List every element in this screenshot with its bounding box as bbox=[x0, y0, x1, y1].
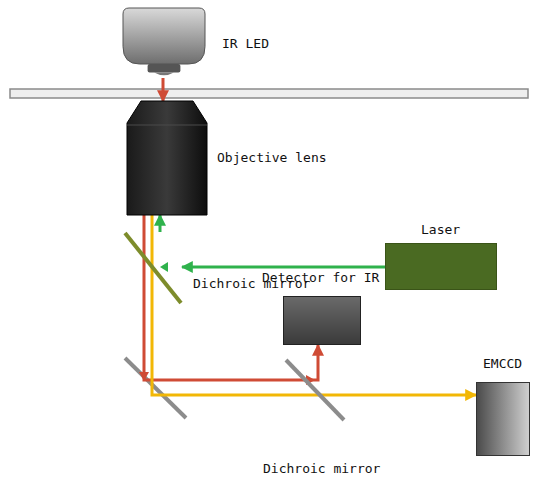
ir-detector-shape bbox=[283, 296, 361, 345]
ir-detector: Detector for IR bbox=[283, 296, 361, 345]
device-label: Detector for IR bbox=[262, 270, 379, 285]
led-source-shape bbox=[123, 8, 205, 78]
dichroic-mirror-shape bbox=[124, 232, 182, 304]
dichroic-mirror: Dichroic mirror bbox=[124, 232, 182, 304]
objective-lens: Objective lens bbox=[127, 101, 207, 215]
device-label: Laser bbox=[421, 222, 460, 237]
beam-arrowhead bbox=[160, 262, 168, 272]
dichroic-mirror-shape bbox=[285, 359, 345, 421]
light-beam bbox=[162, 78, 165, 101]
sample-stage bbox=[10, 89, 528, 98]
light-beam bbox=[182, 266, 385, 269]
laser-source-shape bbox=[385, 243, 497, 290]
device-label: Dichroic mirror bbox=[263, 461, 380, 476]
device-label: IR LED bbox=[222, 36, 269, 51]
led-source: IR LED bbox=[123, 8, 205, 78]
dichroic-mirror: Dichroic mirror bbox=[285, 359, 345, 421]
device-label: Objective lens bbox=[217, 150, 327, 165]
turning-mirror bbox=[125, 358, 186, 418]
objective-lens-shape bbox=[127, 101, 207, 215]
emccd-camera: EMCCD bbox=[476, 382, 530, 456]
device-label: EMCCD bbox=[483, 356, 522, 371]
light-beam bbox=[152, 215, 476, 395]
light-beam bbox=[159, 215, 162, 232]
laser-source: Laser bbox=[385, 243, 497, 290]
emccd-camera-shape bbox=[476, 382, 530, 456]
